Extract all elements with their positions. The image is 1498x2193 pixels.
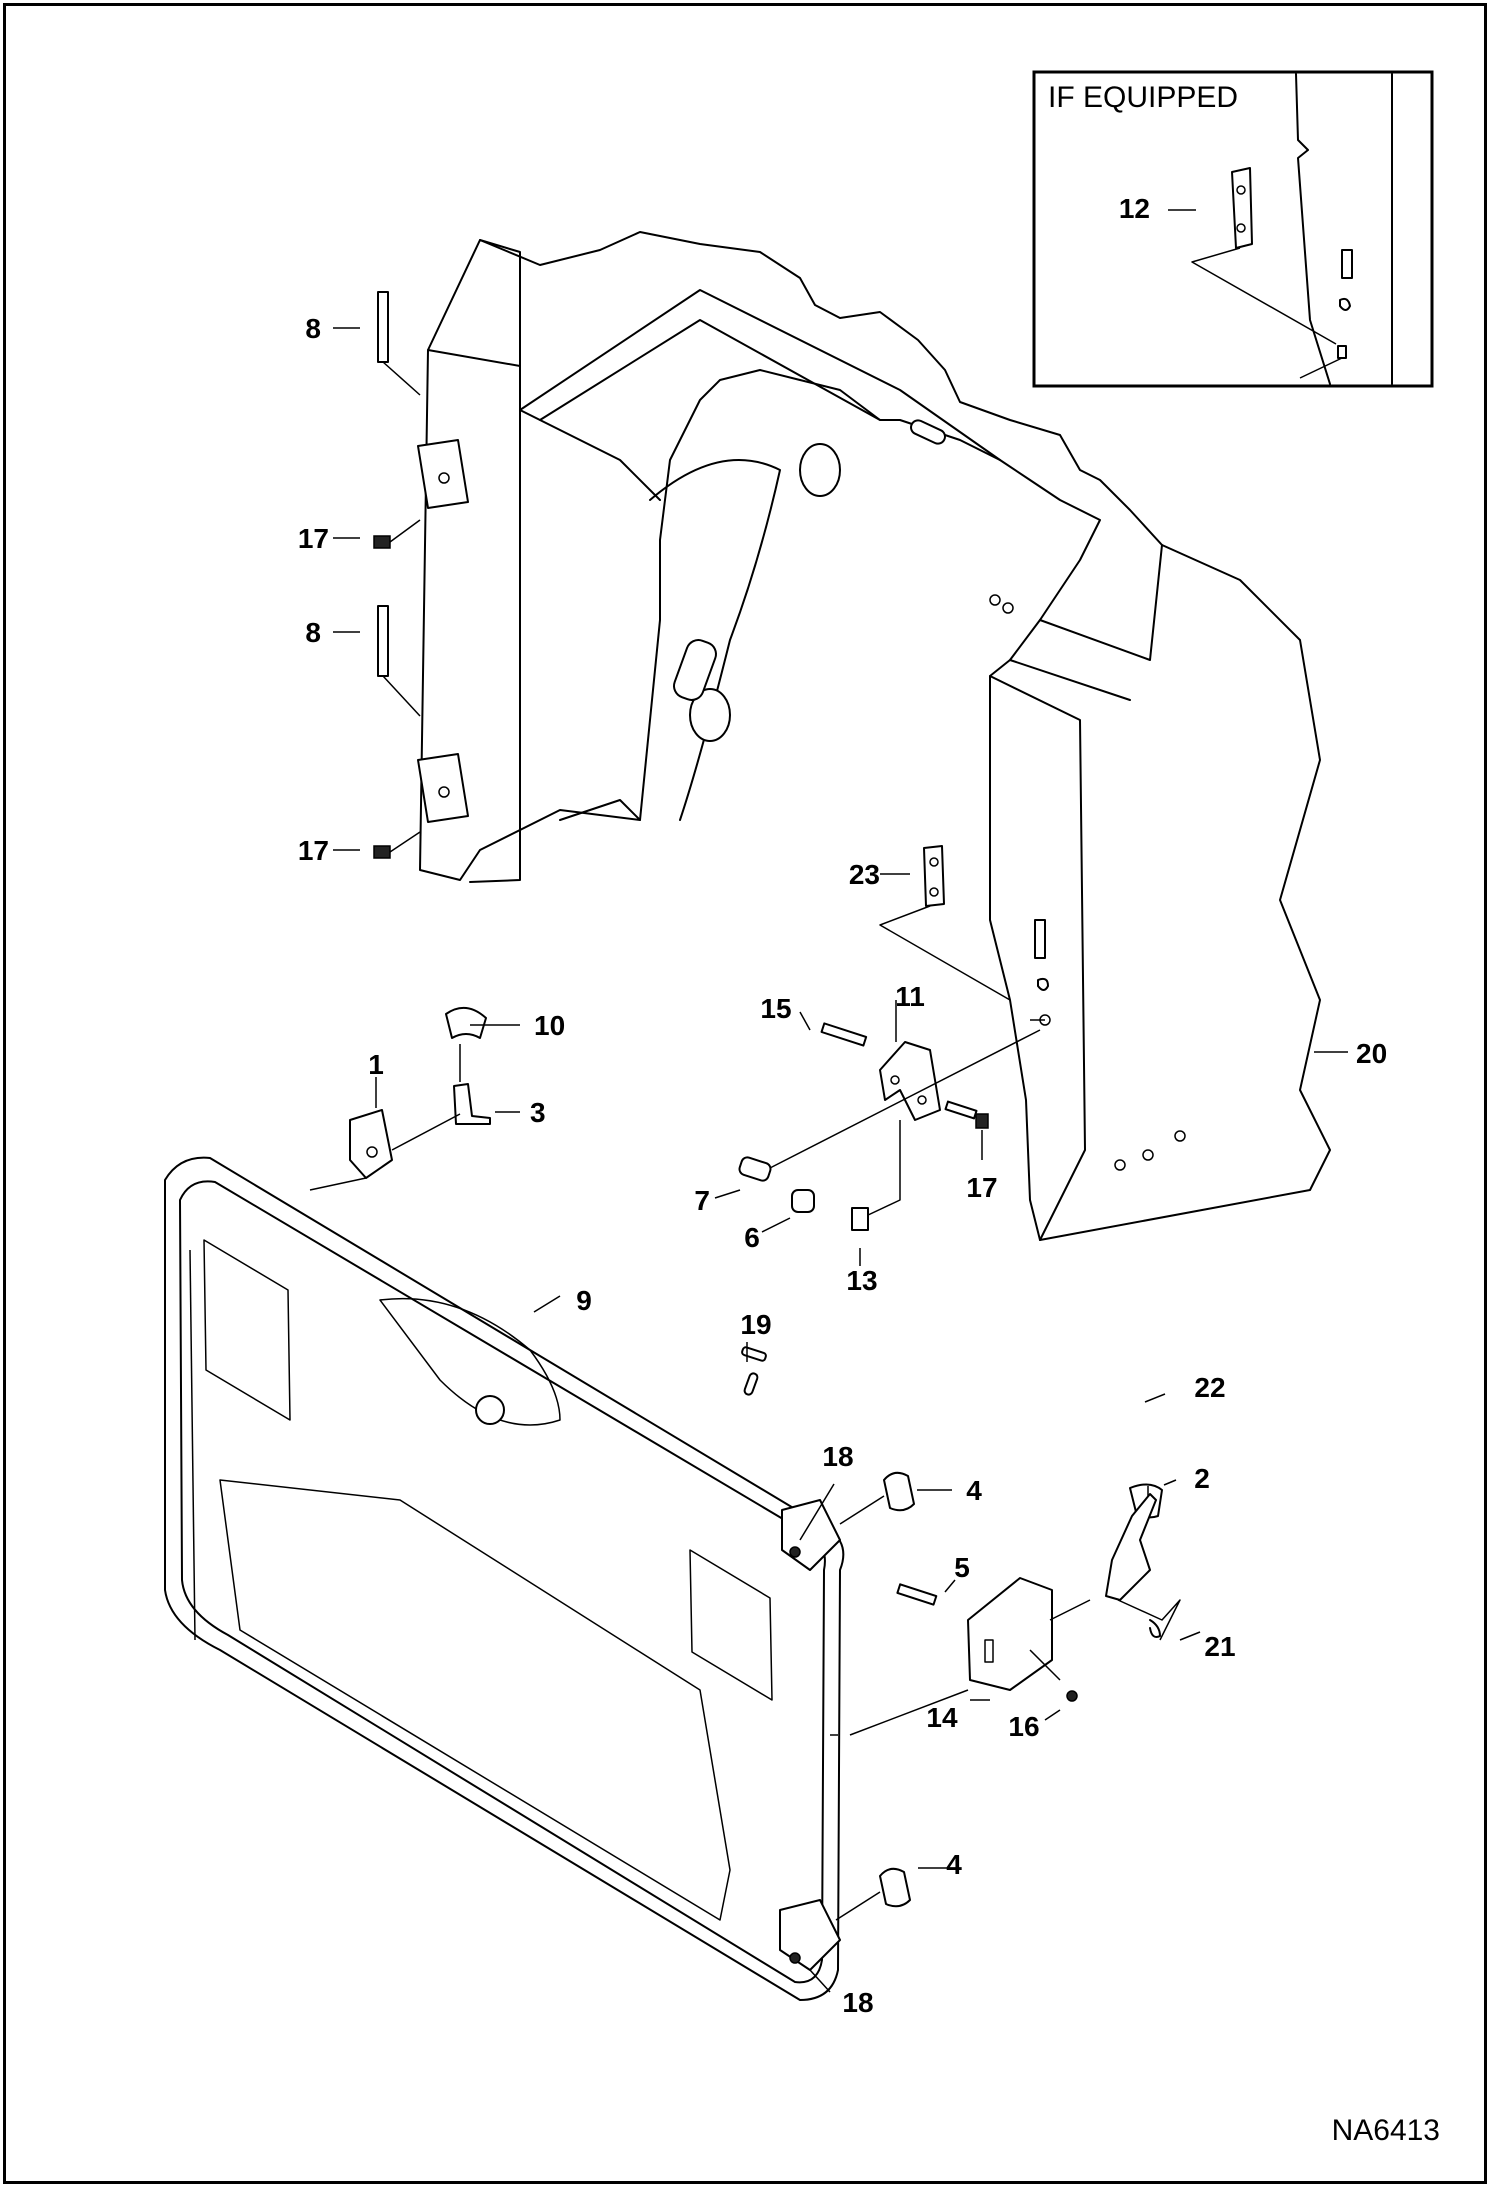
callout-3: 3 bbox=[530, 1097, 546, 1128]
drawing-number: NA6413 bbox=[1332, 2114, 1440, 2147]
callout-17-upper: 17 bbox=[298, 523, 329, 554]
inset-title: IF EQUIPPED bbox=[1048, 81, 1238, 114]
callout-17-lower: 17 bbox=[298, 835, 329, 866]
upper-hinge-parts bbox=[373, 291, 469, 859]
callout-7: 7 bbox=[694, 1185, 710, 1216]
callout-9: 9 bbox=[576, 1285, 592, 1316]
callout-18-lower: 18 bbox=[842, 1987, 873, 2018]
callout-13: 13 bbox=[846, 1265, 877, 1296]
inset-if-equipped: IF EQUIPPED bbox=[1032, 70, 1434, 388]
callout-2: 2 bbox=[1194, 1463, 1210, 1494]
page-border bbox=[3, 3, 1487, 2184]
callout-6: 6 bbox=[744, 1222, 760, 1253]
latch-assembly-parts bbox=[741, 1346, 1181, 1921]
callout-15: 15 bbox=[760, 993, 791, 1024]
door-hinge-parts bbox=[309, 1007, 491, 1191]
callout-12: 12 bbox=[1119, 193, 1150, 224]
door-panel bbox=[164, 1156, 845, 2001]
callout-18-upper: 18 bbox=[822, 1441, 853, 1472]
callout-4-upper: 4 bbox=[966, 1475, 982, 1506]
callout-10: 10 bbox=[534, 1010, 565, 1041]
cab-frame-assembly bbox=[419, 231, 1331, 1241]
callout-23: 23 bbox=[849, 859, 880, 890]
callout-labels: 12 8 17 8 17 1 3 10 15 11 23 20 17 7 6 1… bbox=[298, 193, 1387, 2018]
callout-17-latch: 17 bbox=[966, 1172, 997, 1203]
callout-5: 5 bbox=[954, 1552, 970, 1583]
callout-1: 1 bbox=[368, 1049, 384, 1080]
callout-4-lower: 4 bbox=[946, 1849, 962, 1880]
callout-21: 21 bbox=[1204, 1631, 1235, 1662]
callout-19: 19 bbox=[740, 1309, 771, 1340]
callout-8-upper: 8 bbox=[305, 313, 321, 344]
callout-20: 20 bbox=[1356, 1038, 1387, 1069]
leader-lines bbox=[333, 209, 1348, 1993]
callout-14: 14 bbox=[926, 1702, 958, 1733]
latch-striker-parts bbox=[738, 845, 1045, 1231]
callout-8-lower: 8 bbox=[305, 617, 321, 648]
callout-22: 22 bbox=[1194, 1372, 1225, 1403]
callout-16: 16 bbox=[1008, 1711, 1039, 1742]
callout-11: 11 bbox=[895, 981, 925, 1012]
